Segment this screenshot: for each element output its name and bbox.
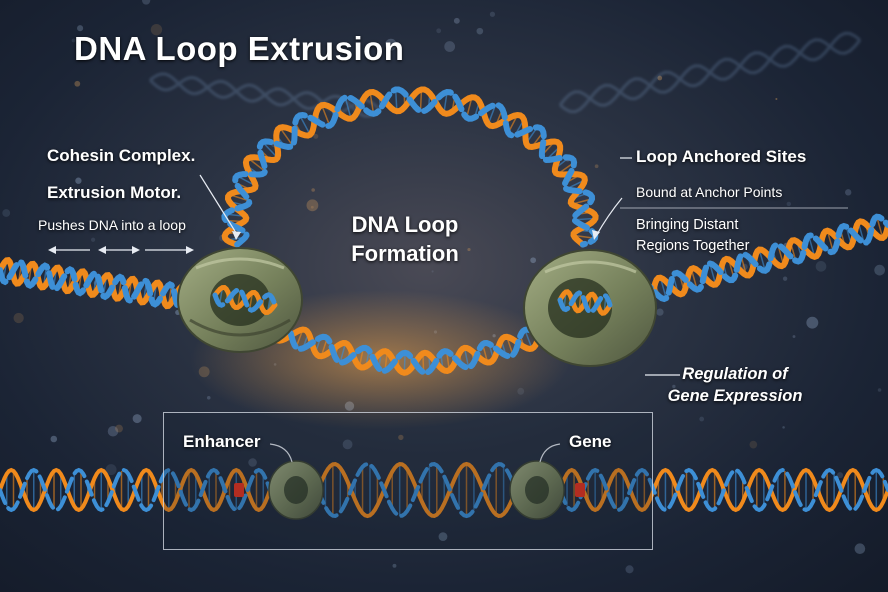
gene-label: Gene <box>569 432 612 451</box>
extrusion-motor-label: Extrusion Motor. <box>47 183 182 202</box>
pushes-label: Pushes DNA into a loop <box>38 217 186 233</box>
main-dna-strand <box>0 86 888 376</box>
center-label-line2: Formation <box>351 241 459 266</box>
inset-cohesin-right <box>509 460 565 520</box>
arrowheads <box>48 230 600 254</box>
dna-through-rings <box>212 284 613 316</box>
bringing-line1: Bringing Distant <box>636 217 739 233</box>
cohesin-ring-left <box>177 247 303 353</box>
enhancer-marker <box>234 483 244 497</box>
gene-marker <box>575 483 585 497</box>
annotation-lines <box>55 157 848 376</box>
enhancer-label: Enhancer <box>183 432 261 451</box>
inset-dna-strand <box>0 461 888 519</box>
inset-cohesin-left <box>268 460 324 520</box>
inset-callouts <box>269 443 561 463</box>
regulation-label: Regulation of Gene Expression <box>660 363 810 407</box>
bound-anchor-label: Bound at Anchor Points <box>636 184 783 200</box>
gene-regulation-inset <box>163 412 653 550</box>
regulation-line2: Gene Expression <box>667 387 803 405</box>
cohesin-label: Cohesin Complex. <box>47 146 196 165</box>
page-title: DNA Loop Extrusion <box>74 30 405 67</box>
loop-anchored-label: Loop Anchored Sites <box>636 147 807 166</box>
center-label: DNA Loop Formation <box>330 210 480 268</box>
center-label-line1: DNA Loop <box>351 212 459 237</box>
bringing-line2: Regions Together <box>636 238 750 254</box>
bringing-regions-label: Bringing Distant Regions Together <box>636 215 749 257</box>
regulation-line1: Regulation of <box>682 365 788 383</box>
